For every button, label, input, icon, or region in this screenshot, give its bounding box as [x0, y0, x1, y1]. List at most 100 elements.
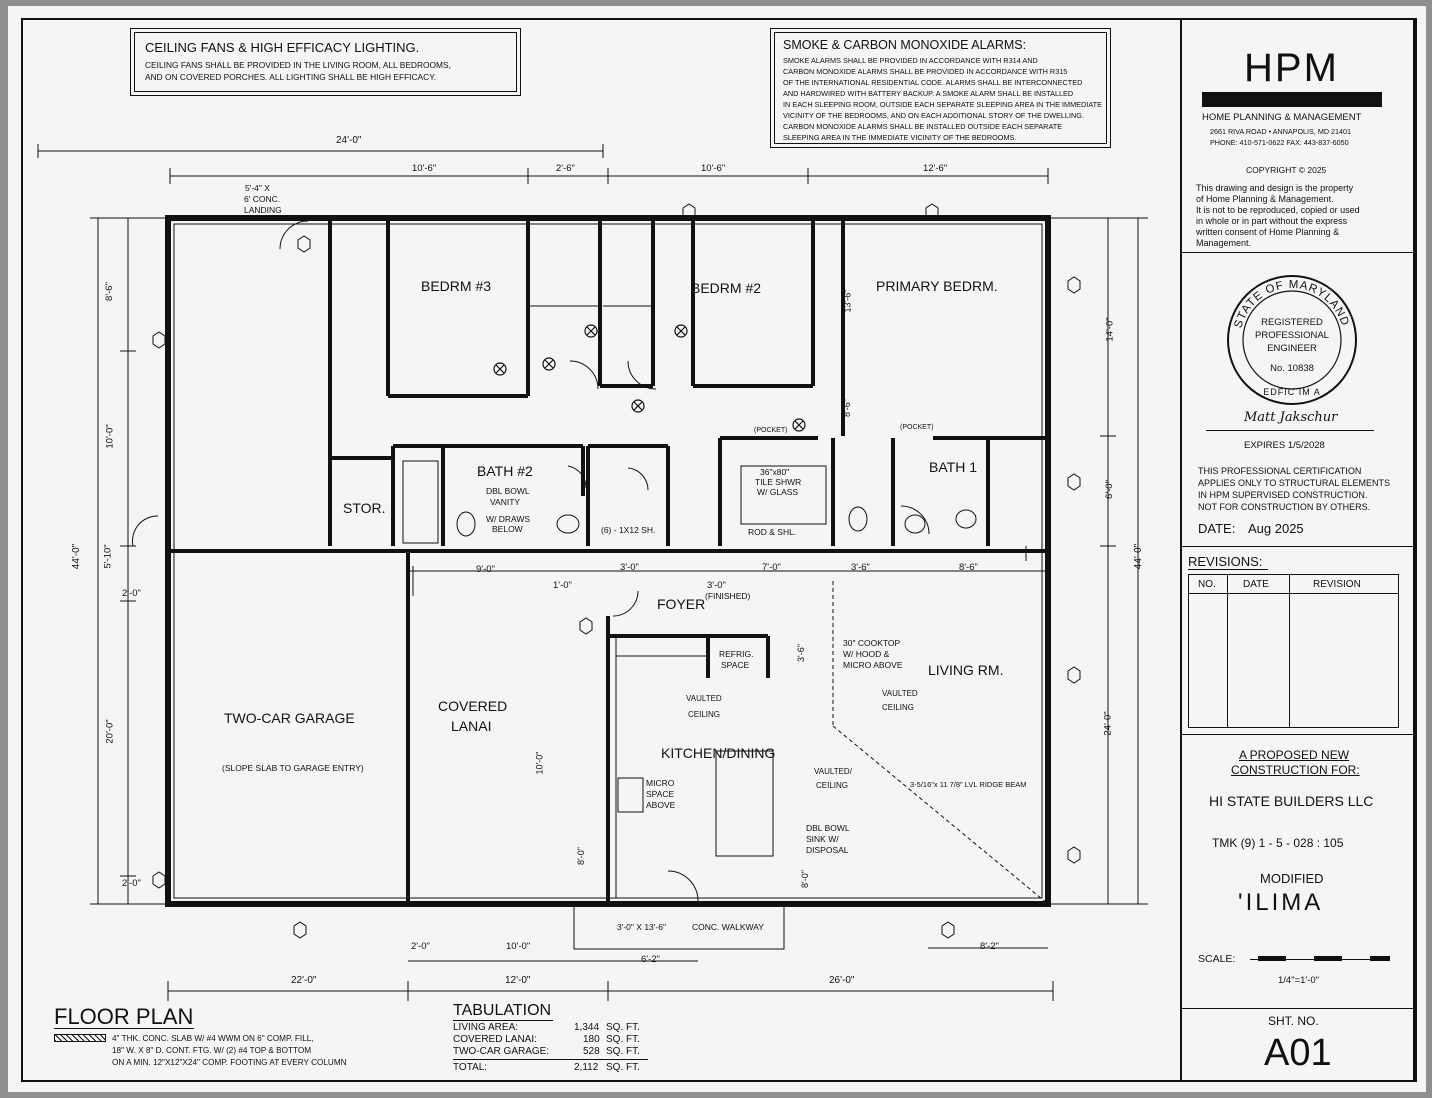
- smoke-note-line: SMOKE ALARMS SHALL BE PROVIDED IN ACCORD…: [783, 56, 1038, 65]
- section-tags: [152, 203, 1081, 939]
- tabulation-label: LIVING AREA:: [453, 1022, 519, 1033]
- walkway-note: CONC. WALKWAY: [692, 922, 764, 932]
- landing-note: 5'-4" X: [245, 183, 270, 193]
- dim-left: 20'-0": [104, 719, 116, 744]
- date-label: DATE:: [1198, 521, 1236, 536]
- refrig-note: REFRIG.: [719, 649, 754, 659]
- revisions-title: REVISIONS:: [1188, 554, 1263, 569]
- garage-slope-note: (SLOPE SLAB TO GARAGE ENTRY): [222, 763, 364, 773]
- smoke-note-line: OF THE INTERNATIONAL RESIDENTIAL CODE. A…: [783, 78, 1083, 87]
- vanity-note: DBL BOWL: [486, 486, 530, 496]
- dim-left: 2'-0": [122, 878, 141, 889]
- tabulation-total-label: TOTAL:: [453, 1062, 488, 1073]
- cooktop-note: MICRO ABOVE: [843, 660, 903, 670]
- scale-bar: [1250, 956, 1390, 964]
- disclaimer-line: in whole or in part without the express: [1196, 216, 1348, 226]
- certification-line: NOT FOR CONSTRUCTION BY OTHERS.: [1198, 502, 1371, 512]
- linen-shelves-note: (6) - 1X12 SH.: [601, 525, 656, 535]
- tile-shower-note: TILE SHWR: [755, 477, 802, 487]
- room-label-bath1: BATH 1: [929, 459, 977, 475]
- vaulted-ceiling-note: CEILING: [816, 781, 849, 790]
- disclaimer-line: written consent of Home Planning &: [1196, 227, 1340, 237]
- dim-mid: 1'-0": [553, 580, 572, 591]
- dim-bottom: 6'-2": [641, 954, 660, 965]
- fans-note-title: CEILING FANS & HIGH EFFICACY LIGHTING.: [145, 40, 420, 55]
- smoke-note-line: AND HARDWIRED WITH BATTERY BACKUP. A SMO…: [783, 89, 1074, 98]
- dim-vertical: 8'-6": [841, 399, 852, 417]
- dim-left: 10'-0": [104, 424, 116, 449]
- disclaimer-line: Management.: [1196, 238, 1252, 248]
- room-label-primary: PRIMARY BEDRM.: [876, 278, 998, 294]
- landing-note: 6' CONC.: [244, 194, 281, 204]
- tabulation-total-unit: SQ. FT.: [606, 1062, 640, 1073]
- tabulation-total-value: 2,112: [574, 1062, 599, 1073]
- dim-left: 2'-0": [122, 588, 141, 599]
- seal-bottom-text: EDFIC IM A: [1263, 387, 1321, 397]
- sink-note: DISPOSAL: [806, 845, 849, 855]
- fans-note-line: AND ON COVERED PORCHES. ALL LIGHTING SHA…: [145, 72, 437, 82]
- company-phone: PHONE: 410-571-0622 FAX: 443-837-6050: [1210, 138, 1349, 147]
- dim-top: 2'-6": [556, 163, 575, 174]
- floor-plan: [37, 144, 1148, 1001]
- tabulation-unit: SQ. FT.: [606, 1046, 640, 1057]
- model-modifier: MODIFIED: [1260, 871, 1324, 886]
- smoke-note-line: SLEEPING AREA IN THE IMMEDIATE VICINITY …: [783, 133, 1017, 142]
- seal-text: REGISTERED: [1261, 317, 1323, 328]
- model-name: 'ILIMA: [1238, 889, 1324, 916]
- sink-note: SINK W/: [806, 834, 839, 844]
- engineer-seal: STATE OF MARYLAND REGISTERED PROFESSIONA…: [1227, 275, 1357, 405]
- disclaimer-line: of Home Planning & Management.: [1196, 194, 1334, 204]
- sheet-number: A01: [1264, 1032, 1332, 1074]
- tabulation-value: 180: [583, 1034, 600, 1045]
- room-label-stor: STOR.: [343, 500, 386, 516]
- certification-line: APPLIES ONLY TO STRUCTURAL ELEMENTS: [1198, 478, 1391, 488]
- fans-note-line: CEILING FANS SHALL BE PROVIDED IN THE LI…: [145, 60, 451, 70]
- vaulted-ceiling-note: VAULTED: [882, 689, 918, 698]
- dim-left: 8'-6": [103, 282, 115, 301]
- vaulted-ceiling-note: CEILING: [882, 703, 915, 712]
- revisions-header: NO.: [1198, 579, 1216, 590]
- ridge-beam-note: 3-5/16"x 11 7/8" LVL RIDGE BEAM: [910, 780, 1027, 789]
- smoke-note-line: IN EACH SLEEPING ROOM, OUTSIDE EACH SEPA…: [783, 100, 1102, 109]
- dim-right: 24'-0": [1102, 711, 1114, 736]
- tabulation-underline: [453, 1020, 553, 1021]
- dim-mid: 3'-6": [851, 562, 870, 573]
- dim-mid: 9'-0": [476, 564, 495, 575]
- micro-space-note: ABOVE: [646, 800, 676, 810]
- dim-bottom: 2'-0": [411, 941, 430, 952]
- drawing-sheet: CEILING FANS & HIGH EFFICACY LIGHTING. C…: [8, 6, 1426, 1092]
- date-value: Aug 2025: [1248, 521, 1304, 536]
- vaulted-ceiling-note: VAULTED: [686, 694, 722, 703]
- finished-note: (FINISHED): [705, 591, 751, 601]
- smoke-note-line: VICINITY OF THE BEDROOMS, AND ON EACH AD…: [783, 111, 1084, 120]
- micro-space-note: SPACE: [646, 789, 675, 799]
- dim-left: 5'-10": [102, 544, 114, 569]
- tile-shower-note: W/ GLASS: [757, 487, 799, 497]
- vaulted-ceiling-note: VAULTED/: [814, 767, 852, 776]
- dim-top-overall: 24'-0": [336, 135, 362, 146]
- dim-mid: 8'-6": [959, 562, 978, 573]
- tabulation-unit: SQ. FT.: [606, 1022, 640, 1033]
- dimension-lines: [37, 144, 1148, 1001]
- disclaimer-line: This drawing and design is the property: [1196, 183, 1354, 193]
- dim-bottom-overall: 22'-0": [291, 975, 317, 986]
- dim-bottom-overall: 12'-0": [505, 975, 531, 986]
- revisions-table: NO. DATE REVISION: [1188, 574, 1399, 728]
- dim-top: 12'-6": [923, 163, 948, 174]
- room-label-lanai: COVERED: [438, 698, 508, 714]
- refrig-note: SPACE: [721, 660, 750, 670]
- certification-line: IN HPM SUPERVISED CONSTRUCTION.: [1198, 490, 1368, 500]
- room-label-living: LIVING RM.: [928, 662, 1004, 678]
- client-name: HI STATE BUILDERS LLC: [1209, 793, 1374, 809]
- sheet-border: [21, 18, 1417, 1082]
- door-swings: [132, 220, 930, 902]
- walkway-dim: 3'-0" X 13'-6": [617, 922, 666, 932]
- room-label-bedrm2: BEDRM #2: [691, 280, 762, 296]
- slab-hatch-swatch: [54, 1034, 106, 1042]
- floor-plan-title-underline: [54, 1028, 194, 1029]
- landing-note: LANDING: [244, 205, 282, 215]
- scale-value: 1/4"=1'-0": [1278, 975, 1320, 986]
- seal-text: ENGINEER: [1267, 343, 1317, 354]
- ceiling-fan-markers: [493, 324, 806, 432]
- dim-vertical: 13'-6": [842, 289, 853, 313]
